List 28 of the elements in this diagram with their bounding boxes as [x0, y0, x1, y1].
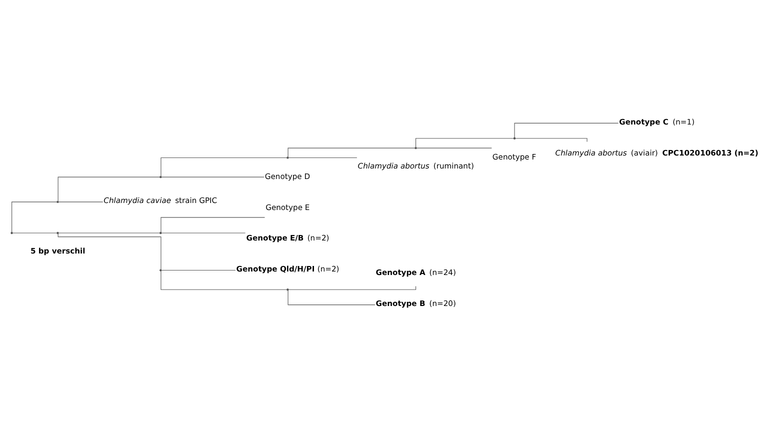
connector [416, 138, 514, 148]
connector [160, 270, 288, 290]
connector [288, 286, 416, 290]
node-point [160, 232, 162, 234]
connector [160, 157, 288, 176]
connector [58, 232, 160, 234]
connector [288, 148, 416, 158]
node-point [414, 146, 417, 150]
node-point [160, 176, 162, 178]
node-point [160, 269, 162, 272]
connector [58, 176, 160, 202]
node-point [286, 288, 289, 291]
connector [288, 290, 376, 306]
node-point [56, 200, 59, 203]
node-point [286, 156, 289, 159]
node-point [56, 232, 59, 234]
connector [288, 157, 358, 158]
node-point [513, 137, 516, 140]
connector [515, 138, 588, 142]
connector [58, 234, 162, 270]
node-point [10, 232, 13, 234]
connector [12, 232, 58, 234]
connector [160, 217, 266, 233]
connector [12, 202, 58, 232]
connector [161, 270, 236, 271]
connector [161, 232, 246, 234]
connector [161, 176, 264, 178]
connector [514, 122, 619, 138]
